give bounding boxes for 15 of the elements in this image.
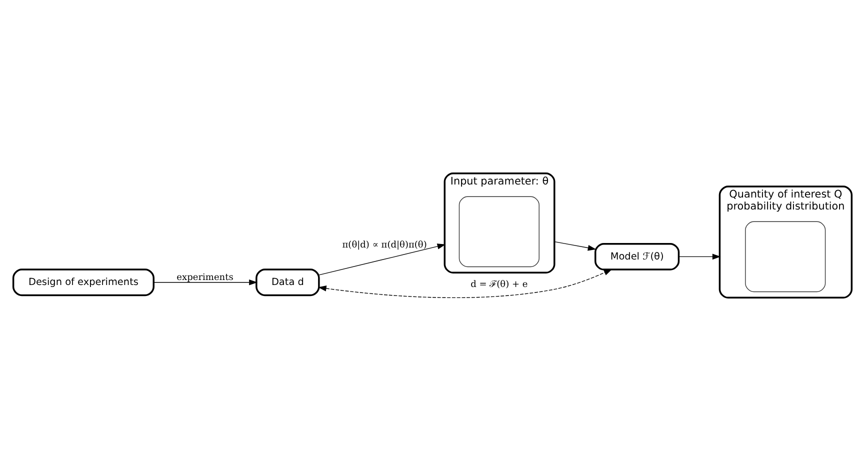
node-box: Model ℱ(θ) (594, 242, 680, 270)
arrow (318, 244, 446, 276)
node-box: Design of experiments (12, 268, 154, 296)
arrow (678, 254, 721, 260)
node-box: Data d (256, 268, 320, 296)
edge-label: d = ℱ(θ) + e (470, 280, 528, 290)
cluster: Input parameter: θ (444, 172, 556, 274)
arrow (153, 279, 258, 286)
cluster: Quantity of interest Q probability distribution (718, 186, 853, 299)
node-box (745, 221, 826, 292)
arrow (554, 241, 596, 251)
arrow (318, 269, 612, 298)
edge-label: experiments (176, 272, 234, 283)
edge-label: π(θ|d) ∝ π(d|θ)π(θ) (342, 240, 427, 250)
node-box (458, 196, 540, 268)
